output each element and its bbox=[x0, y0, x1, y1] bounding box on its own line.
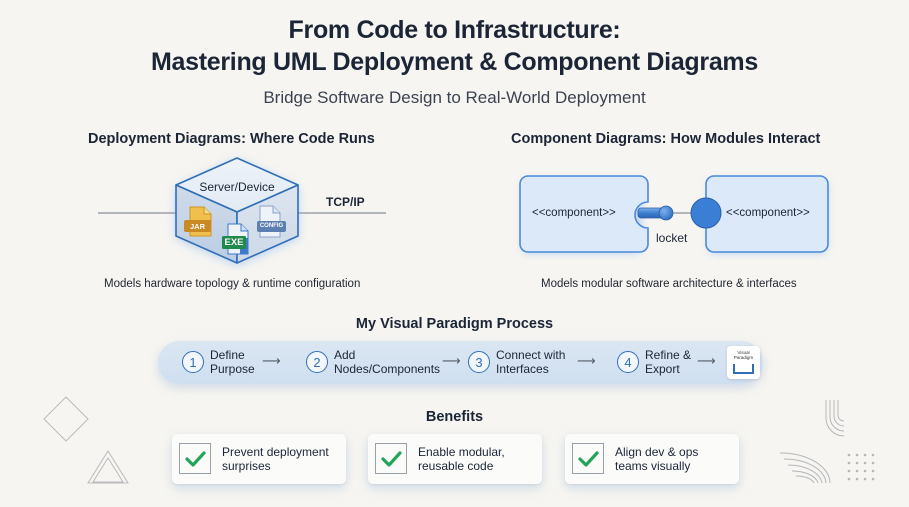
step-3-number: 3 bbox=[468, 351, 490, 373]
node-label: Server/Device bbox=[199, 180, 275, 194]
arrow-icon: ⟶ bbox=[442, 353, 461, 368]
exe-file-icon bbox=[222, 223, 249, 255]
right-component-label: <<component>> bbox=[726, 207, 810, 219]
exe-label: EXE bbox=[224, 237, 244, 248]
benefit-card: Prevent deployment surprises bbox=[172, 434, 346, 484]
deployment-diagram: Server/Device TCP/IP JAR EXE CONFIG bbox=[90, 150, 410, 270]
benefit-text: Align dev & ops teams visually bbox=[615, 445, 698, 473]
benefit-line2: surprises bbox=[222, 459, 271, 473]
step-4-number: 4 bbox=[617, 351, 639, 373]
step-1-line1: Define bbox=[210, 348, 245, 362]
provided-interface-ball bbox=[690, 197, 722, 229]
step-2-text: Add Nodes/Components bbox=[334, 348, 441, 376]
triangle-icon bbox=[87, 450, 129, 484]
jar-file-icon bbox=[184, 206, 212, 237]
logo-text-2: Paradigm bbox=[733, 355, 754, 360]
benefit-text: Prevent deployment surprises bbox=[222, 445, 329, 473]
checkbox-icon bbox=[179, 443, 211, 474]
step-1-line2: Purpose bbox=[210, 361, 255, 376]
step-2-line1: Add bbox=[334, 348, 356, 362]
component-heading: Component Diagrams: How Modules Interact bbox=[511, 131, 821, 147]
interface-label: locket bbox=[656, 231, 688, 245]
step-1-text: Define Purpose bbox=[210, 348, 255, 376]
diamond-icon bbox=[43, 396, 89, 442]
benefit-card: Enable modular, reusable code bbox=[368, 434, 542, 484]
benefit-line1: Prevent deployment bbox=[222, 445, 329, 459]
jar-label: JAR bbox=[189, 222, 205, 231]
benefit-line2: teams visually bbox=[615, 459, 691, 473]
process-heading: My Visual Paradigm Process bbox=[355, 316, 554, 332]
benefit-line1: Align dev & ops bbox=[615, 445, 699, 459]
subtitle: Bridge Software Design to Real-World Dep… bbox=[263, 88, 646, 107]
process-bar bbox=[158, 341, 763, 384]
step-3-text: Connect with Interfaces bbox=[496, 348, 566, 376]
logo-bracket-icon bbox=[733, 364, 754, 374]
left-component-label: <<component>> bbox=[532, 207, 616, 219]
title-line-2: Mastering UML Deployment & Component Dia… bbox=[151, 48, 758, 76]
benefits-heading: Benefits bbox=[425, 409, 484, 425]
step-1-number: 1 bbox=[182, 351, 204, 373]
arrow-icon: ⟶ bbox=[697, 353, 716, 368]
decorative-shapes-left bbox=[43, 396, 129, 484]
curved-lines-icon bbox=[825, 400, 845, 437]
step-3-line1: Connect with bbox=[496, 348, 566, 362]
step-2-line2: Nodes/Components bbox=[334, 361, 441, 376]
step-4-text: Refine & Export bbox=[645, 348, 692, 376]
visual-paradigm-logo: Visual Paradigm bbox=[727, 346, 760, 379]
deployment-heading: Deployment Diagrams: Where Code Runs bbox=[88, 131, 375, 147]
config-label: CONFIG bbox=[259, 223, 284, 229]
interface-knob bbox=[658, 205, 674, 221]
step-4-line1: Refine & bbox=[645, 348, 692, 362]
benefit-line1: Enable modular, bbox=[418, 445, 505, 459]
config-file-icon bbox=[257, 205, 286, 238]
step-4-line2: Export bbox=[645, 361, 680, 376]
benefit-text: Enable modular, reusable code bbox=[418, 445, 505, 473]
checkbox-icon bbox=[375, 443, 407, 474]
step-3-line2: Interfaces bbox=[496, 361, 549, 376]
arc-lines-icon bbox=[779, 452, 831, 484]
benefit-card: Align dev & ops teams visually bbox=[565, 434, 739, 484]
arrow-icon: ⟶ bbox=[577, 353, 596, 368]
deployment-caption: Models hardware topology & runtime confi… bbox=[104, 278, 361, 290]
step-2-number: 2 bbox=[306, 351, 328, 373]
component-caption: Models modular software architecture & i… bbox=[541, 278, 797, 290]
protocol-label: TCP/IP bbox=[326, 195, 365, 209]
left-component-box bbox=[519, 175, 649, 253]
checkbox-icon bbox=[572, 443, 604, 474]
arrow-icon: ⟶ bbox=[262, 353, 281, 368]
title-line-1: From Code to Infrastructure: bbox=[288, 16, 621, 44]
component-diagram: <<component>> <<component>> locket bbox=[510, 168, 840, 260]
logo-text-1: Visual bbox=[737, 350, 750, 355]
decorative-shapes-right bbox=[779, 400, 875, 484]
dot-grid-icon bbox=[847, 453, 875, 481]
benefit-line2: reusable code bbox=[418, 459, 494, 473]
